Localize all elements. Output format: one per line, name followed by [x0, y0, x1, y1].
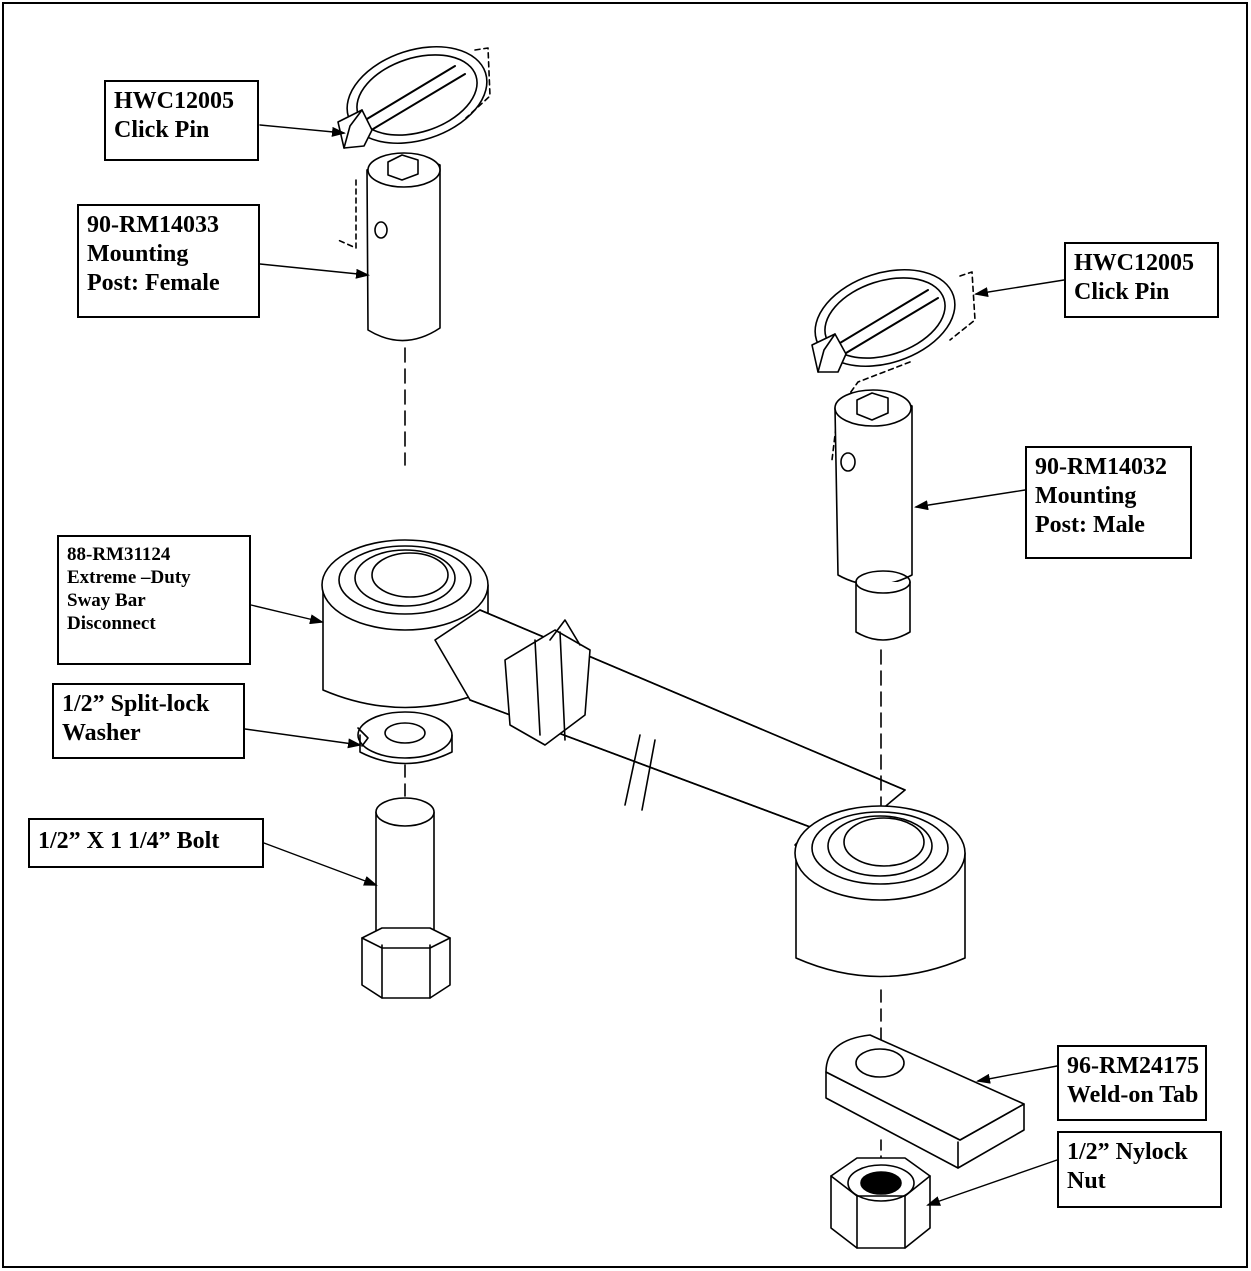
male-mounting-post-part: [831, 361, 913, 641]
callout-split-lock-washer: 1/2” Split-lock Washer: [52, 683, 245, 759]
part-description: Sway Bar: [67, 590, 146, 611]
weld-on-tab-part: [825, 1034, 1025, 1169]
part-description: 1/2” Split-lock: [62, 691, 210, 717]
callout-sway-bar-disconnect: 88-RM31124 Extreme –Duty Sway Bar Discon…: [57, 535, 251, 665]
callout-female-mounting-post: 90-RM14033 Mounting Post: Female: [77, 204, 260, 318]
part-description: Extreme –Duty: [67, 567, 191, 588]
part-description: Post: Male: [1035, 512, 1145, 538]
part-number: 90-RM14032: [1035, 454, 1167, 480]
callout-weld-on-tab: 96-RM24175 Weld-on Tab: [1057, 1045, 1207, 1121]
part-description: 1/2” X 1 1/4” Bolt: [38, 828, 220, 854]
part-description: Disconnect: [67, 613, 156, 634]
part-description: Click Pin: [114, 117, 210, 143]
right-rod-end-part: [794, 805, 966, 978]
part-number: HWC12005: [1074, 250, 1194, 276]
part-description: Mounting: [1035, 483, 1137, 509]
callout-click-pin-right: HWC12005 Click Pin: [1064, 242, 1219, 318]
leader-clickpin-left: [259, 124, 346, 137]
part-description: 1/2” Nylock: [1067, 1139, 1188, 1165]
part-description: Post: Female: [87, 270, 220, 296]
leader-weld-tab: [976, 1065, 1058, 1084]
leader-disconnect: [250, 604, 324, 625]
part-description: Nut: [1067, 1168, 1106, 1194]
left-rod-end-part: [321, 539, 489, 709]
callout-male-mounting-post: 90-RM14032 Mounting Post: Male: [1025, 446, 1192, 559]
leader-washer: [244, 728, 362, 749]
part-number: 88-RM31124: [67, 544, 171, 565]
bolt-part: [361, 797, 451, 999]
part-number: 90-RM14033: [87, 212, 219, 238]
part-description: Weld-on Tab: [1067, 1082, 1199, 1108]
nylock-nut-part: [830, 1157, 931, 1249]
part-description: Mounting: [87, 241, 189, 267]
leader-female-post: [259, 263, 370, 279]
split-lock-washer-part: [357, 711, 453, 765]
part-description: Click Pin: [1074, 279, 1170, 305]
leader-male-post: [914, 489, 1026, 511]
leader-bolt: [263, 842, 378, 886]
part-description: Washer: [62, 720, 141, 746]
callout-click-pin-left: HWC12005 Click Pin: [104, 80, 259, 161]
callout-bolt: 1/2” X 1 1/4” Bolt: [28, 818, 264, 868]
part-number: 96-RM24175: [1067, 1053, 1199, 1079]
leader-lines: [244, 124, 1065, 1206]
callout-nylock-nut: 1/2” Nylock Nut: [1057, 1131, 1222, 1208]
leader-nylock-nut: [926, 1159, 1058, 1206]
leader-clickpin-right: [974, 279, 1065, 298]
female-mounting-post-part: [337, 152, 441, 342]
click-pin-left-part: [337, 45, 491, 149]
part-number: HWC12005: [114, 88, 234, 114]
click-pin-right-part: [811, 268, 976, 373]
sway-bar-link-shaft: [434, 609, 906, 859]
